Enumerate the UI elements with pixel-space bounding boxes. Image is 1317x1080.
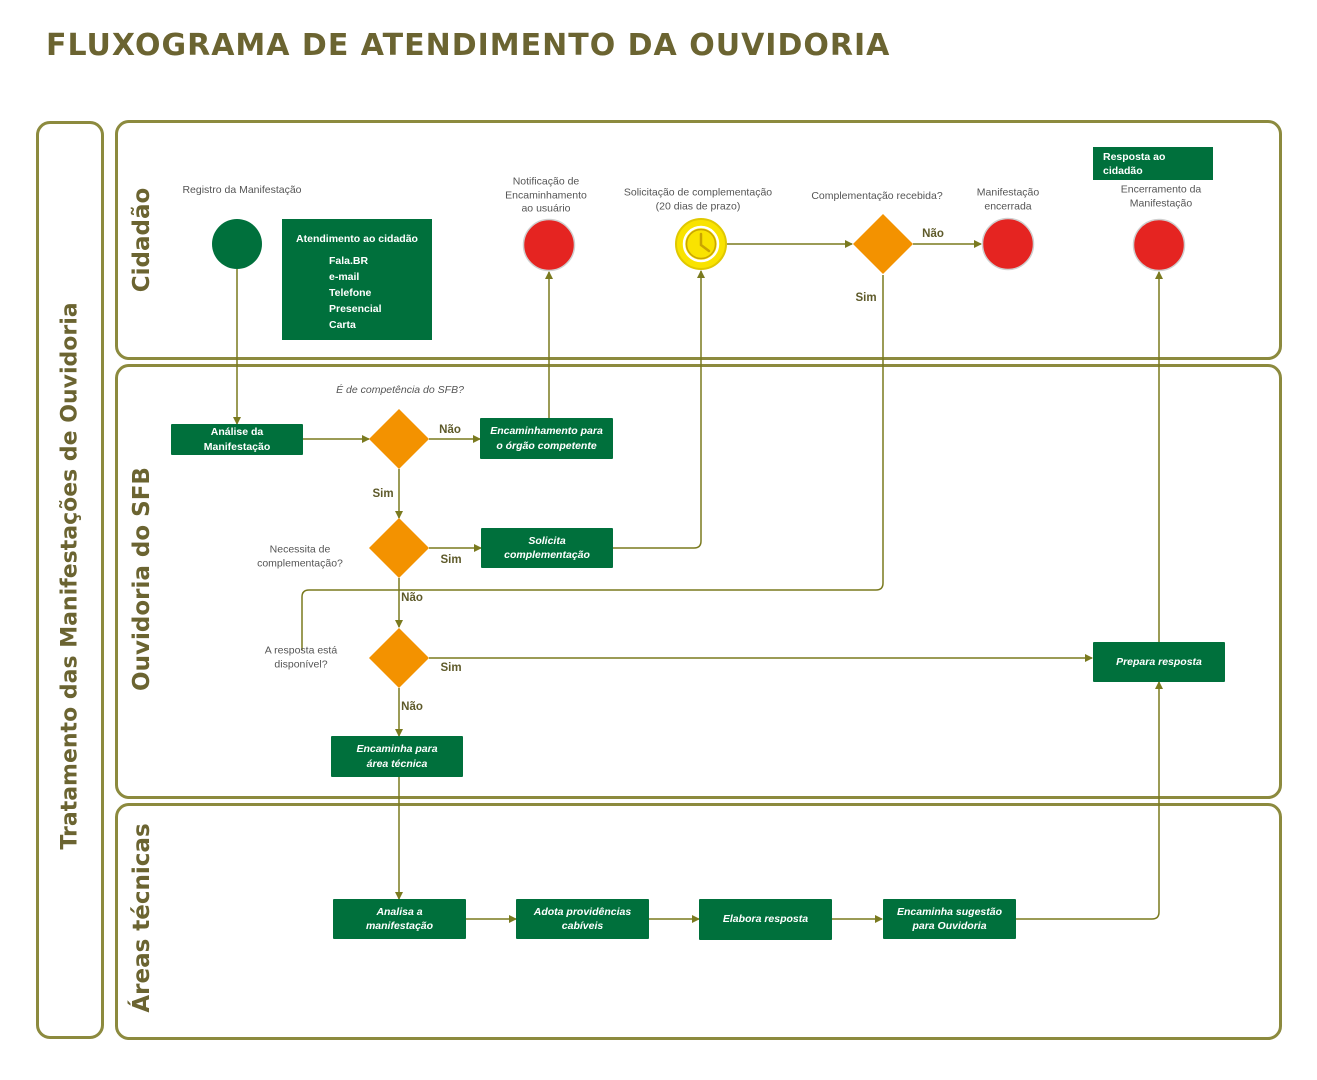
edge-label-sim: Sim [440, 662, 462, 674]
edge-label-nao: Não [922, 228, 944, 240]
label-necessita-q: Necessita de complementação? [257, 543, 343, 569]
box-prepara: Prepara resposta [1093, 642, 1225, 682]
channel-item: e-mail [329, 271, 360, 283]
lane-areas [115, 803, 1282, 1040]
edge-label-sim: Sim [855, 292, 877, 304]
edge-label-nao: Não [401, 701, 423, 713]
end-node-notificacao [522, 218, 576, 272]
label-registro: Registro da Manifestação [182, 184, 302, 197]
label-resposta-q: A resposta está disponível? [264, 644, 338, 670]
resposta-cidadao-box: Resposta ao cidadão [1093, 147, 1213, 180]
box-elabora: Elabora resposta [699, 899, 832, 940]
box-solicita: Solicita complementação [481, 528, 613, 568]
edge-label-nao: Não [401, 592, 423, 604]
label-complementacao-q: Complementação recebida? [811, 190, 943, 203]
box-analisa: Analisa a manifestação [333, 899, 466, 939]
edge-solicita-clock [613, 270, 705, 549]
channels-list: Fala.BR e-mail Telefone Presencial Carta [282, 253, 432, 333]
box-sugestao: Encaminha sugestão para Ouvidoria [883, 899, 1016, 939]
end-node-encerrada [981, 217, 1035, 271]
decision-resposta [369, 628, 429, 688]
start-node-registro [212, 219, 262, 269]
edge-sugestao-prepara [1016, 681, 1163, 920]
box-encaminha-area: Encaminha para área técnica [331, 736, 463, 777]
channel-item: Fala.BR [329, 255, 369, 267]
label-notificacao: Notificação de Encaminhamento ao usuário [505, 175, 587, 215]
main-frame [36, 121, 104, 1039]
clock-icon [675, 218, 727, 270]
edge-complementacao-sim [301, 275, 884, 650]
channel-item: Presencial [329, 303, 382, 315]
channels-title: Atendimento ao cidadão [296, 233, 418, 245]
box-encaminhamento: Encaminhamento para o órgão competente [480, 418, 613, 459]
decision-complementacao [853, 214, 913, 274]
label-competencia-q: É de competência do SFB? [336, 384, 464, 397]
label-encerrada: Manifestação encerrada [976, 186, 1040, 212]
end-node-encerramento [1132, 218, 1186, 272]
channel-item: Carta [329, 319, 356, 331]
lane-ouvidoria [115, 364, 1282, 799]
edge-label-nao: Não [439, 424, 461, 436]
decision-necessita [369, 518, 429, 578]
label-solicitacao: Solicitação de complementação (20 dias d… [623, 186, 773, 212]
decision-competencia [369, 409, 429, 469]
lane-cidadao [115, 120, 1282, 360]
box-adota: Adota providências cabíveis [516, 899, 649, 939]
channels-box: Atendimento ao cidadão Fala.BR e-mail Te… [282, 219, 432, 340]
edge-label-sim: Sim [372, 488, 394, 500]
box-analise: Análise da Manifestação [171, 424, 303, 455]
label-encerramento: Encerramento da Manifestação [1120, 183, 1202, 209]
edge-label-sim: Sim [440, 554, 462, 566]
page-title: FLUXOGRAMA DE ATENDIMENTO DA OUVIDORIA [46, 28, 891, 63]
channel-item: Telefone [329, 287, 372, 299]
